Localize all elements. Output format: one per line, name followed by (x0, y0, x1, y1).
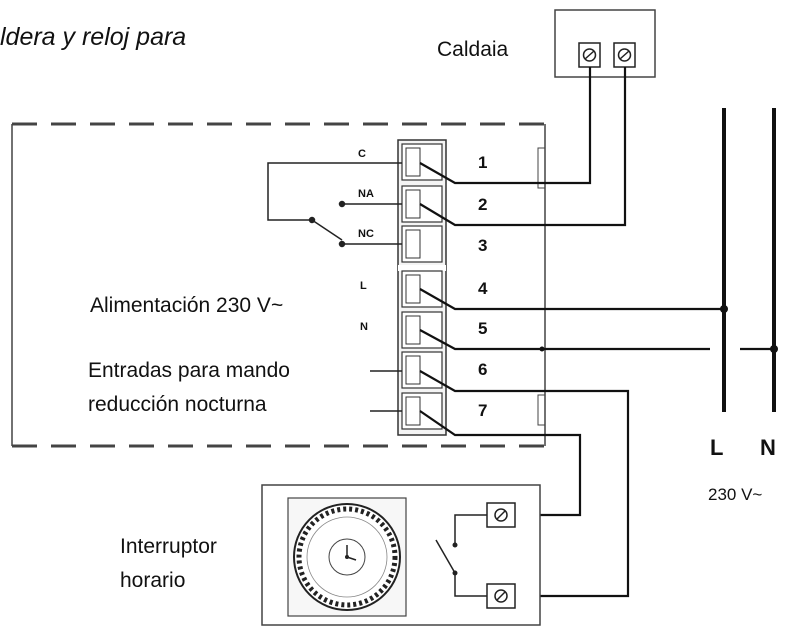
boiler-screw-terminal-1 (578, 42, 601, 68)
clock-dial-icon (293, 503, 401, 611)
terminal-block (397, 139, 447, 436)
wire-boiler-1 (419, 67, 592, 185)
controller-housing (11, 122, 546, 448)
inputs-label-line2: reducción nocturna (88, 393, 267, 416)
title-fragment: ldera y reloj para (0, 23, 186, 51)
relay-contact-label: NC (358, 228, 374, 240)
wire-boiler-2 (419, 67, 627, 227)
terminal-cell (401, 225, 443, 263)
junction-dot (539, 346, 545, 352)
terminal-cell (401, 351, 443, 389)
boiler-label: Caldaia (437, 38, 509, 61)
terminal-numbers: 1 2 3 4 5 6 7 (478, 153, 488, 420)
terminal-number: 4 (478, 279, 488, 298)
relay-contact-label: NA (358, 188, 374, 200)
boiler: Caldaia (437, 9, 656, 78)
wire-timer-2 (419, 410, 582, 517)
boiler-screw-terminal-2 (613, 42, 636, 68)
timer-label-line2: horario (120, 569, 185, 592)
terminal-number: 5 (478, 319, 487, 338)
terminal-number: 1 (478, 153, 487, 172)
relay-switch-icon (267, 162, 402, 248)
power-supply-label: Alimentación 230 V~ (90, 294, 283, 317)
terminal-number: 3 (478, 236, 487, 255)
wire-timer-1 (419, 370, 630, 598)
inputs-label-line1: Entradas para mando (88, 359, 290, 382)
wire-neutral (419, 329, 710, 351)
timer-label-line1: Interruptor (120, 535, 217, 558)
power-term-label: L (360, 280, 367, 292)
terminal-cell (401, 392, 443, 430)
timer-screw-terminal-2 (486, 583, 516, 609)
wiring (419, 67, 774, 598)
terminal-number: 2 (478, 195, 487, 214)
mains-line-label: L (710, 435, 723, 460)
power-term-label: N (360, 321, 368, 333)
mains-neutral-label: N (760, 435, 776, 460)
mains-voltage-label: 230 V~ (708, 485, 762, 504)
terminal-cell (401, 143, 443, 181)
relay-contact-label: C (358, 148, 366, 160)
terminal-number: 7 (478, 401, 487, 420)
timer-screw-terminal-1 (486, 502, 516, 528)
wire-line (419, 288, 724, 311)
terminal-number: 6 (478, 360, 487, 379)
timer-switch-icon (261, 484, 541, 626)
boiler-box (554, 9, 656, 78)
